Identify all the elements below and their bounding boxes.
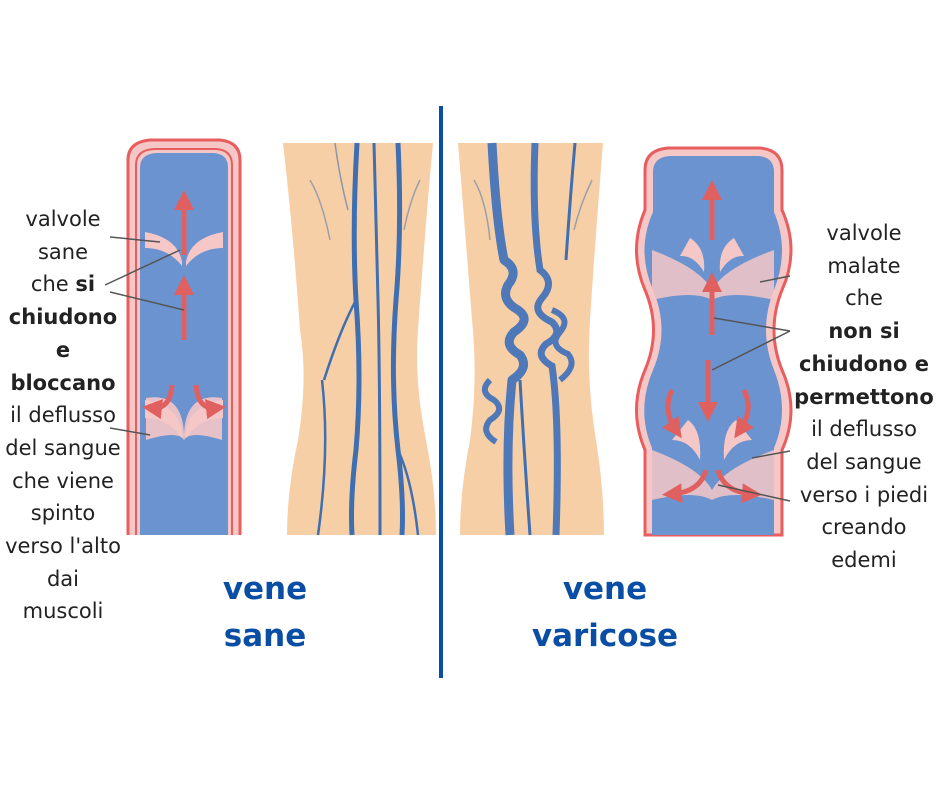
title-line: varicose: [531, 618, 679, 654]
healthy-veins-title: vene sane: [190, 566, 340, 660]
caption-line: malate: [827, 253, 901, 278]
caption-line: che: [845, 286, 883, 311]
caption-line: e: [55, 337, 71, 362]
caption-line: valvole: [25, 207, 101, 231]
caption-line: muscoli: [22, 599, 104, 624]
caption-line-prefix: che: [30, 272, 76, 297]
caption-line: spinto: [30, 501, 96, 526]
caption-line: verso l'alto: [5, 534, 121, 559]
healthy-vein-section: [126, 138, 242, 535]
caption-line: il deflusso: [10, 403, 116, 428]
title-line: sane: [223, 618, 307, 654]
varicose-vein-section: [635, 146, 793, 537]
caption-line: edemi: [831, 548, 897, 573]
title-line: vene: [562, 571, 648, 607]
caption-line: bloccano: [10, 370, 116, 395]
caption-line: chiudono e: [799, 351, 929, 376]
caption-line: valvole: [826, 221, 902, 245]
title-line: vene: [222, 571, 308, 607]
caption-line: permettono: [794, 384, 934, 409]
leader-lines: [104, 236, 791, 502]
caption-line: del sangue: [806, 449, 922, 474]
caption-line: verso i piedi: [799, 482, 929, 507]
diseased-valves-caption: valvole malate che non si chiudono e per…: [790, 217, 938, 577]
caption-line: del sangue: [5, 435, 121, 460]
varicose-leg: [458, 142, 604, 536]
caption-line: che viene: [12, 468, 114, 493]
varicose-veins-title: vene varicose: [515, 566, 695, 660]
caption-line: non si: [828, 319, 900, 344]
caption-line: che si: [0, 268, 126, 301]
healthy-valves-caption: valvole sane che si chiudono e bloccano …: [0, 203, 126, 628]
caption-line: sane: [37, 239, 89, 264]
caption-line-strong: si: [75, 272, 96, 297]
caption-line: creando: [821, 515, 907, 540]
caption-line: chiudono: [8, 305, 118, 330]
caption-line: il deflusso: [811, 417, 917, 442]
caption-line: dai: [46, 566, 80, 591]
healthy-leg: [283, 142, 436, 536]
